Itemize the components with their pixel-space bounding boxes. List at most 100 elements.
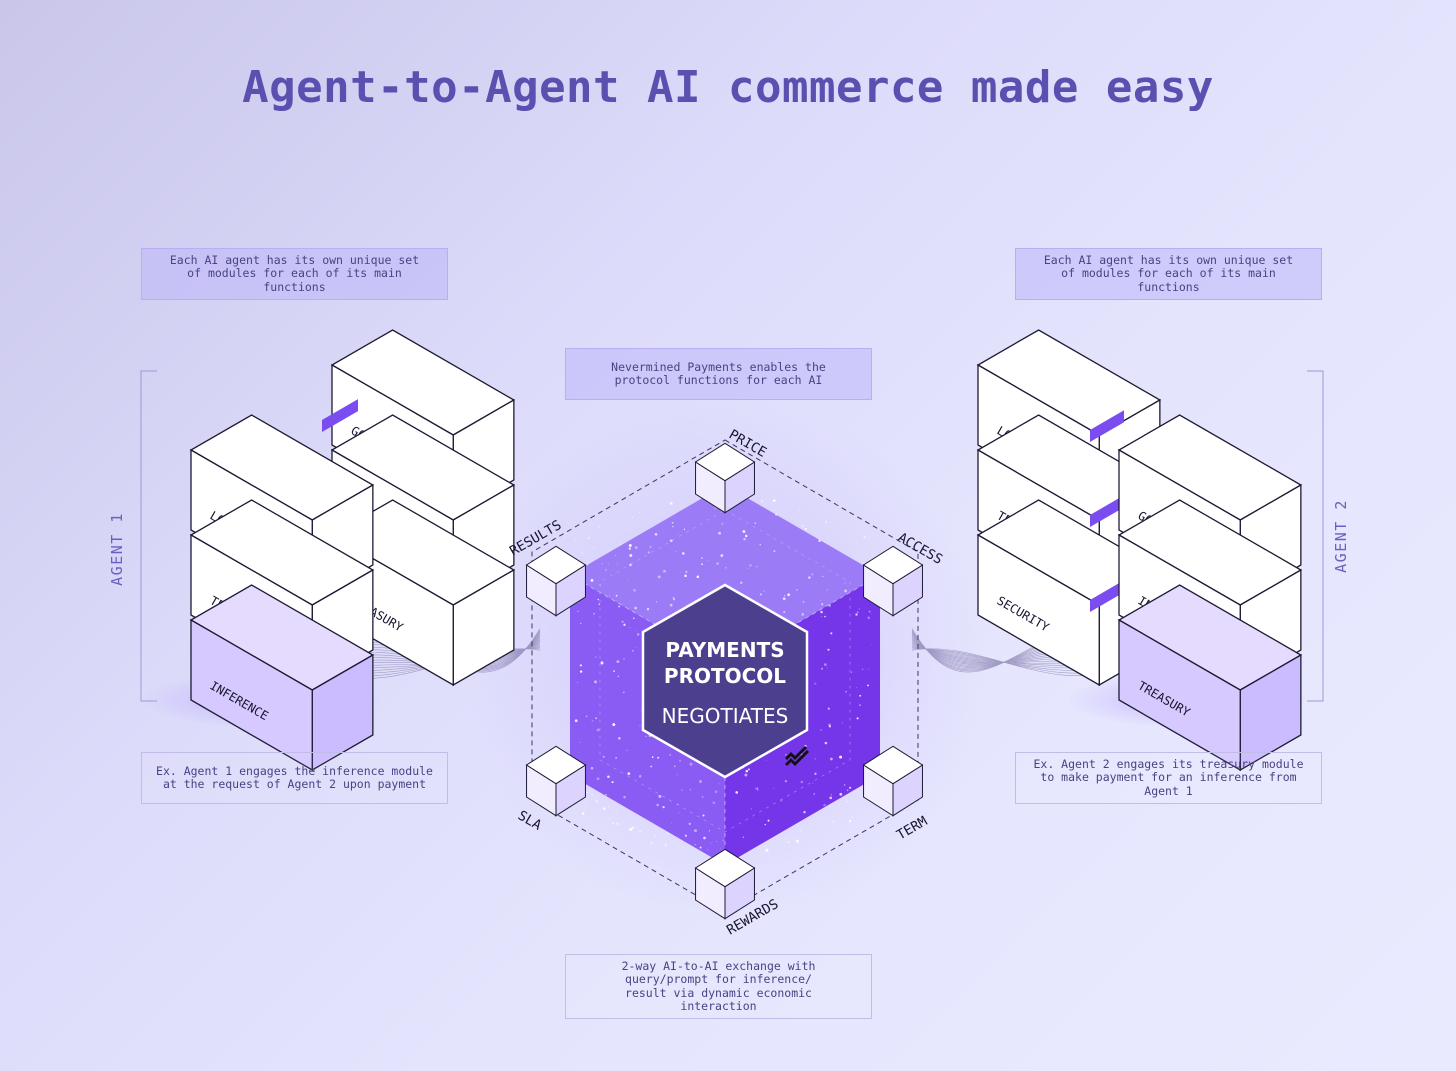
particle — [718, 783, 720, 785]
particle — [756, 566, 758, 568]
particle — [720, 554, 724, 558]
particle — [574, 538, 576, 540]
particle — [586, 563, 589, 566]
particle — [629, 554, 633, 557]
particle — [857, 611, 859, 613]
particle — [605, 793, 607, 796]
page-title: Agent-to-Agent AI commerce made easy — [242, 62, 1214, 113]
particle — [859, 704, 861, 706]
particle — [596, 777, 600, 781]
particle — [720, 848, 722, 850]
particle — [742, 530, 746, 533]
particle — [830, 757, 833, 761]
particle — [671, 521, 674, 524]
particle — [595, 656, 597, 658]
particle — [666, 832, 668, 834]
particle — [623, 691, 625, 694]
agent-1-bracket — [140, 370, 157, 702]
particle — [701, 557, 703, 559]
particle — [586, 791, 588, 793]
particle — [818, 539, 821, 542]
particle — [615, 809, 618, 812]
particle — [718, 531, 722, 535]
particle — [843, 784, 846, 786]
particle — [617, 675, 620, 678]
particle — [826, 806, 828, 807]
particle — [839, 755, 843, 759]
particle — [601, 563, 603, 565]
particle — [725, 567, 727, 569]
particle — [827, 707, 830, 710]
particle — [701, 563, 703, 566]
particle — [651, 756, 654, 758]
particle — [637, 633, 640, 636]
particle — [747, 568, 749, 569]
note-agent-2-modules: Each AI agent has its own unique set of … — [1015, 248, 1322, 300]
particle — [615, 594, 618, 597]
particle — [851, 671, 853, 673]
particle — [820, 729, 822, 731]
particle — [621, 620, 624, 623]
particle — [773, 788, 775, 789]
particle — [864, 532, 867, 535]
particle — [580, 622, 582, 625]
particle — [759, 593, 762, 596]
hex-line-negotiates: NEGOTIATES — [661, 704, 789, 728]
corner-box-access — [862, 545, 924, 617]
particle — [645, 735, 647, 738]
particle — [820, 610, 823, 614]
particle — [628, 547, 631, 550]
particle — [822, 575, 824, 577]
particle — [813, 682, 817, 685]
note-agent-2-example: Ex. Agent 2 engages its treasury module … — [1015, 752, 1322, 804]
particle — [808, 576, 811, 579]
particle — [870, 683, 872, 684]
particle — [821, 603, 824, 606]
particle — [673, 765, 676, 768]
particle — [647, 551, 650, 554]
particle — [696, 575, 700, 579]
particle — [844, 582, 846, 584]
particle — [757, 789, 759, 791]
particle — [615, 555, 617, 556]
particle — [846, 789, 849, 791]
particle — [679, 847, 680, 848]
particle — [599, 583, 601, 586]
particle — [802, 601, 805, 603]
particle — [826, 589, 829, 591]
particle — [803, 811, 806, 814]
particle — [749, 563, 752, 567]
particle — [672, 840, 675, 843]
particle — [722, 839, 724, 841]
module-connector — [1090, 495, 1124, 527]
particle — [592, 559, 593, 560]
particle — [694, 829, 697, 833]
particle — [684, 574, 687, 578]
particle — [594, 680, 597, 684]
particle — [681, 552, 685, 555]
particle — [863, 536, 866, 539]
particle — [735, 791, 739, 794]
particle — [740, 581, 743, 584]
particle — [710, 842, 712, 844]
particle — [824, 615, 826, 618]
nevermined-logo-icon — [785, 746, 809, 766]
particle — [626, 749, 628, 752]
particle — [596, 728, 600, 732]
particle — [649, 546, 652, 548]
particle — [597, 598, 599, 601]
particle — [631, 826, 634, 829]
particle — [681, 789, 683, 791]
particle — [799, 509, 801, 511]
particle — [618, 737, 621, 740]
particle — [648, 830, 649, 832]
particle — [795, 839, 799, 843]
particle — [750, 808, 752, 810]
particle — [669, 539, 673, 543]
particle — [759, 544, 761, 546]
particle — [590, 766, 594, 770]
particle — [619, 543, 622, 546]
particle — [743, 537, 746, 541]
module-front-face — [1118, 618, 1241, 772]
particle — [867, 684, 869, 687]
